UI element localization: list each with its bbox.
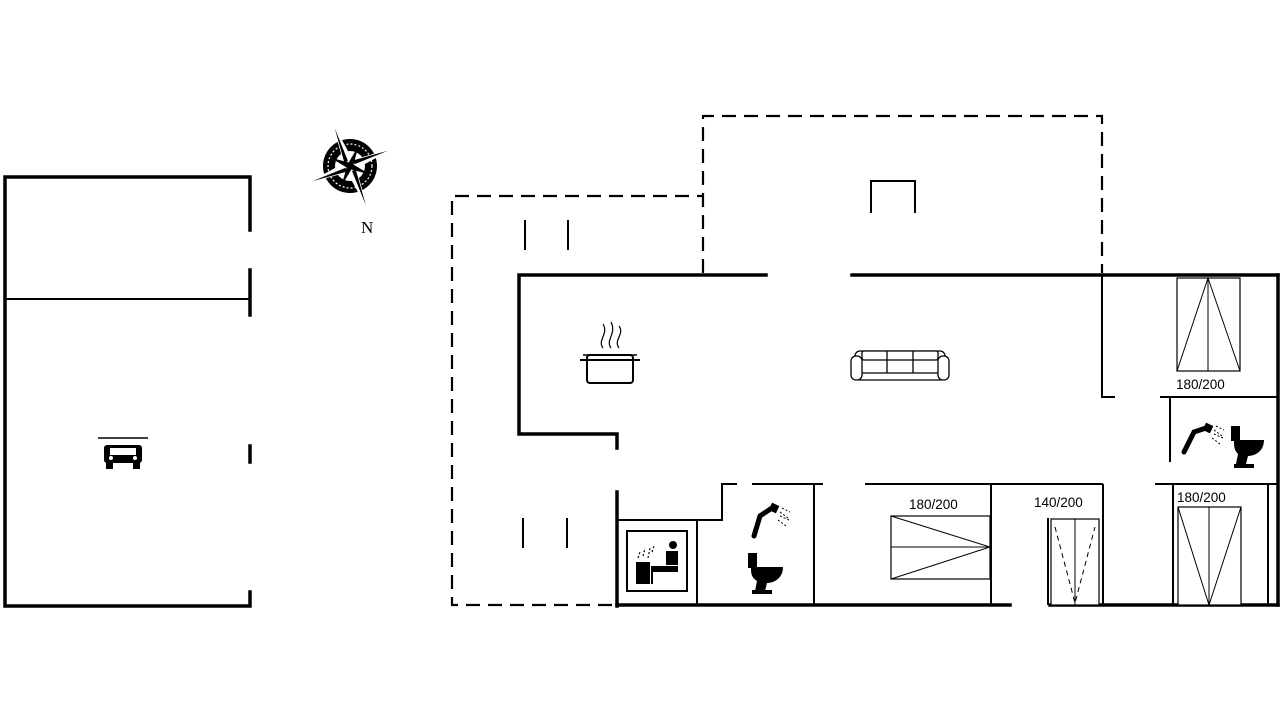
bed-size-label: 180/200 [909,497,958,512]
bed-size-label: 180/200 [1176,377,1225,392]
sofa-icon [850,350,950,381]
shower-icon [751,502,791,539]
car-icon [98,437,148,469]
bed-180-200-a [1176,276,1241,372]
toilet-icon [1231,426,1264,468]
shower-icon [1181,422,1225,455]
compass-north-label: N [361,218,373,237]
interior-walls [617,275,1278,605]
terrace-outline [450,114,1104,607]
bed-size-label: 140/200 [1034,495,1083,510]
bed-size-label: 180/200 [1177,490,1226,505]
sauna-icon [626,530,688,592]
toilet-icon [748,553,783,594]
bed-180-200-b [1177,506,1242,607]
fireplace-icon [870,180,916,213]
cooking-pot-icon [580,321,640,384]
garage-building [3,175,252,608]
compass-icon [309,125,391,209]
bed-140-200 [1050,518,1100,606]
bed-180-200-c [890,515,992,580]
